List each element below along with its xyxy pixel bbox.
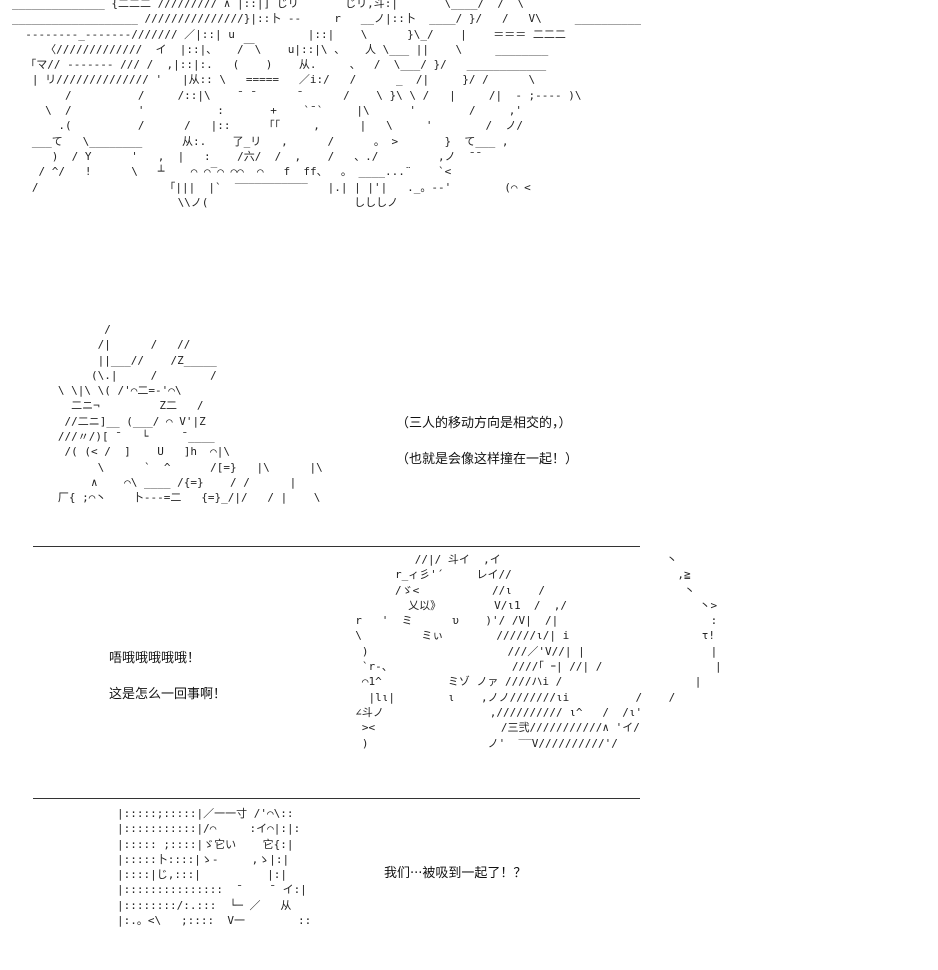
art-line: ∠斗ノ ,////////// ι^ / /ι' (236, 705, 643, 719)
art-line: `r-、 ////｢ ｰ| //| / | (236, 660, 722, 674)
art-line: ///〃/)[ ¯ └ ¯____ (38, 430, 215, 444)
art-line: --------_-------/////// ／|::| u |::| \ }… (12, 27, 566, 41)
art-line: |:::::卜::::|ゝ- ,ゝ|:| (117, 852, 290, 866)
art-line: 「マ// ------- /// / ,|::|:. ( ) 从. 、 / \_… (12, 58, 547, 72)
art-line: / ^/ ! \ ┴ ⌒ ⌒‾⌒ ⌒⌒ ⌒ f ff、 。 ____...¨ `… (12, 165, 452, 179)
ascii-art-character: / /| / // ||___// /Z_____ (\.| / / \ \|\… (38, 322, 323, 506)
art-line: \ ミぃ //////ι/| i τ! (236, 629, 715, 643)
dialogue-text: 唔哦哦哦哦哦！ (109, 651, 201, 666)
art-line: ______________ {二二二 ///////// ∧ |::|] じリ… (12, 0, 524, 10)
ascii-art-closeup: |:::::;:::::|／一一寸 /'⌒\::|:::::::::::|/⌒ … (117, 806, 311, 928)
art-line: \ \|\ \( /'⌒二=-'⌒\ (38, 384, 182, 398)
art-line: >< /三弐///////////∧ 'イ/ (236, 721, 640, 735)
art-line: |lι| ι ,ノノ///////ιi / / (236, 690, 676, 704)
art-line: //二ニ]__ (___/ ⌒ V'|Z (38, 414, 206, 428)
art-line: ) ノ' ‾‾V//////////'/ (236, 736, 618, 750)
art-line: /| / // (38, 338, 191, 352)
art-line: ||___// /Z_____ (38, 353, 217, 367)
art-line: |:::::::::::|/⌒ :イ⌒|:|: (117, 822, 301, 836)
ascii-art-explosion: ______________ {二二二 ///////// ∧ |::|] じリ… (12, 0, 641, 210)
art-line: / / /::|\ ¯ ¯ ¯ / \ }\ \ / | /| - ;---- … (12, 88, 582, 102)
art-line: \ ` ^ /[=} |\ |\ (38, 460, 323, 474)
panel-closeup: |:::::;:::::|／一一寸 /'⌒\::|:::::::::::|/⌒ … (0, 802, 938, 970)
art-line: |::::::::::::::: ¯ ¯ イ:| (117, 883, 307, 897)
dialogue-text: 我们···被吸到一起了！？ (384, 866, 527, 881)
ascii-art-shout: //|/ 斗イ ,イ 丶 r_ィ彡'´ レイ// ,≧ /ゞ< //ι / 丶 … (236, 552, 722, 751)
art-line: (\.| / / (38, 368, 217, 382)
panel-divider (33, 546, 640, 547)
art-line: \\ノ( しししノ (12, 195, 399, 209)
art-line: ) / Y ' , | : /六/ / , / 、./ ,ノ ¯¯ (12, 149, 483, 163)
art-line: 二ニ¬ Z二 / (38, 399, 204, 413)
art-line: .( / / |:: 「「 , | \ ' / ノ/ (12, 119, 523, 133)
art-line: 〈///////////// イ |::|、 /￣\ u|::|\ 、 人 \_… (12, 42, 549, 56)
art-line: / 「||| |` ‾‾‾‾‾‾‾‾‾‾‾ |.| | |'| ._。-‐' (… (12, 180, 531, 194)
art-line: r_ィ彡'´ レイ// ,≧ (236, 568, 691, 582)
art-line: |::::::::/:.::: └─ ／ 从 (117, 898, 292, 912)
narration-text: （也就是会像这样撞在一起！） (396, 452, 579, 467)
art-line: /( (< / ] U ]h ⌒|\ (38, 445, 231, 459)
panel-shout: //|/ 斗イ ,イ 丶 r_ィ彡'´ レイ// ,≧ /ゞ< //ι / 丶 … (0, 550, 938, 796)
art-line: ___て \________ 从:. 了_リ , / 。 > } て___ , (12, 134, 509, 148)
art-line: ∧ ⌒\ ____ /{=} / / | (38, 475, 297, 489)
narration-text: （三人的移动方向是相交的，） (396, 416, 572, 431)
art-line: r ' ミ υ )'/ /V| /| : (236, 614, 718, 628)
art-line: |:.。<\ ;:::: V一 :: (117, 914, 312, 928)
art-line: ) ///／'V//| | | (236, 644, 718, 658)
art-line: |:::::;:::::|／一一寸 /'⌒\:: (117, 807, 294, 820)
art-line: |::::: ;::::|ゞ它い 它{:| (117, 837, 294, 851)
art-line: / (38, 323, 111, 336)
art-line: 乂以》 V/ι1 / ,/ 丶> (236, 598, 718, 612)
art-line: | リ////////////// ' |从:: \ ===== ／i:/ / … (12, 73, 536, 87)
art-line: ⌒1^ ミゾ ノァ ////ハi / | (236, 675, 702, 689)
art-line: |::::|じ,:::| |:| (117, 868, 287, 882)
art-line: 厂{ ;⌒丶 卜---=二 {=}_/|/ / | \ (38, 491, 321, 505)
art-line: ___________________ ///////////////}|::卜… (12, 12, 642, 26)
panel-narration: / /| / // ||___// /Z_____ (\.| / / \ \|\… (0, 320, 938, 545)
art-line: \ / ' : + `¯` |\ ' / ,' (12, 104, 522, 118)
panel-divider (33, 798, 640, 799)
panel-explosion: ______________ {二二二 ///////// ∧ |::|] じリ… (0, 0, 938, 290)
art-line: //|/ 斗イ ,イ 丶 (236, 553, 678, 566)
dialogue-text: 这是怎么一回事啊！ (109, 687, 227, 702)
art-line: /ゞ< //ι / 丶 (236, 583, 696, 597)
